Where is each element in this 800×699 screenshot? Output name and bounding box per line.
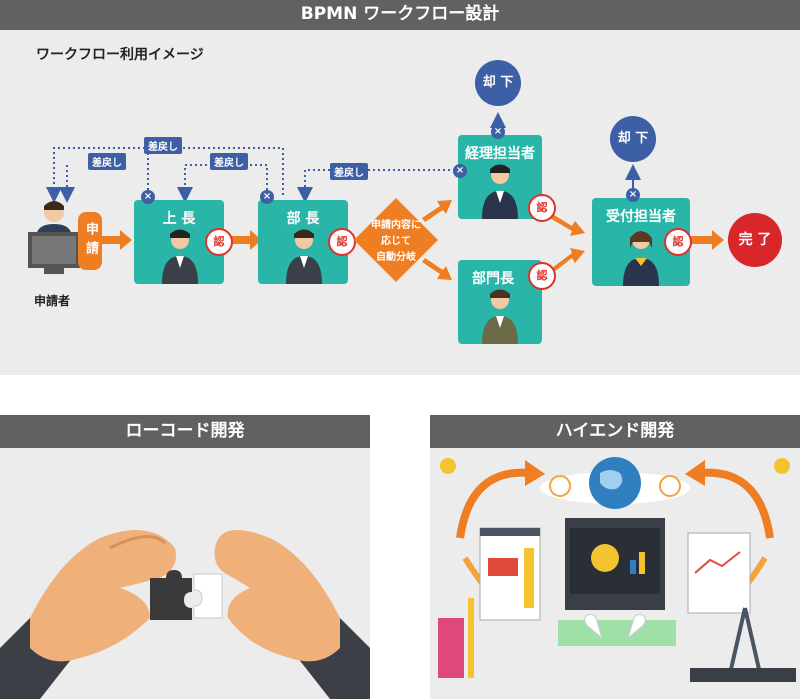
applicant-icon [28, 201, 80, 274]
ruler-icon [690, 668, 796, 682]
highend-illustration [438, 457, 796, 682]
reject-reception: 却 下 [610, 116, 656, 162]
return-line-manager-top [67, 147, 284, 195]
lowcode-illustration [0, 530, 370, 699]
node-reception-label: 受付担当者 [606, 209, 676, 225]
person-icon [482, 164, 518, 219]
applicant-figure [24, 198, 94, 288]
return-line-accounting [297, 169, 455, 203]
return-tag-2: 差戻し [88, 153, 126, 170]
at-icon [659, 475, 681, 497]
puzzle-light-icon [193, 573, 223, 619]
gear-icon [774, 458, 790, 474]
pencil-icon [468, 598, 474, 678]
puzzle-dark-icon [150, 570, 192, 620]
submit-badge: 申請 [78, 212, 102, 270]
flow-arrows [100, 200, 724, 280]
return-mark-accounting: × [453, 164, 467, 178]
highend-title-banner: ハイエンド開発 [430, 415, 800, 448]
document-right-icon [687, 532, 751, 614]
node-manager-label: 部 長 [286, 211, 320, 227]
lowcode-title: ローコード開発 [125, 421, 245, 441]
at-icon [549, 475, 571, 497]
gear-icon [591, 544, 619, 572]
lowcode-title-banner: ローコード開発 [0, 415, 370, 448]
workflow-subtitle: ワークフロー利用イメージ [36, 47, 204, 63]
return-tag-3: 差戻し [210, 153, 248, 170]
workflow-connectors [46, 112, 724, 280]
person-icon [623, 231, 659, 286]
compass-icon [727, 607, 763, 679]
highend-title: ハイエンド開発 [555, 421, 675, 441]
reject-accounting: 却 下 [475, 60, 521, 106]
person-icon [162, 229, 198, 284]
approve-stamp-supervisor: 認 [205, 228, 233, 256]
workflow-title: BPMN ワークフロー設計 [300, 4, 500, 24]
reject-mark-reception: × [626, 188, 640, 202]
return-mark-supervisor: × [141, 190, 155, 204]
complete-node: 完 了 [728, 213, 782, 267]
approve-stamp-reception: 認 [664, 228, 692, 256]
node-supervisor-label: 上 長 [162, 211, 196, 227]
node-accounting-label: 経理担当者 [465, 146, 535, 162]
person-icon [482, 289, 518, 344]
return-tag-4: 差戻し [330, 163, 368, 180]
approve-stamp-manager: 認 [328, 228, 356, 256]
workflow-title-banner: BPMN ワークフロー設計 [0, 0, 800, 30]
person-icon [286, 229, 322, 284]
return-mark-manager: × [260, 190, 274, 204]
gear-icon [440, 458, 456, 474]
left-hand [30, 530, 176, 662]
reject-mark-accounting: × [491, 125, 505, 139]
node-supervisor: 上 長 [134, 200, 224, 284]
book-icon [438, 618, 464, 678]
keyboard-icon [558, 620, 676, 646]
return-tag-1: 差戻し [144, 137, 182, 154]
decision-text: 申請内容に 応じて 自動分岐 [371, 220, 421, 263]
approve-stamp-accounting: 認 [528, 194, 556, 222]
applicant-label: 申請者 [34, 294, 71, 308]
decision-diamond [354, 198, 438, 282]
right-hand [214, 530, 340, 662]
approve-stamp-dept-head: 認 [528, 262, 556, 290]
node-dept-head-label: 部門長 [472, 271, 514, 287]
node-dept-head: 部門長 [458, 260, 542, 344]
